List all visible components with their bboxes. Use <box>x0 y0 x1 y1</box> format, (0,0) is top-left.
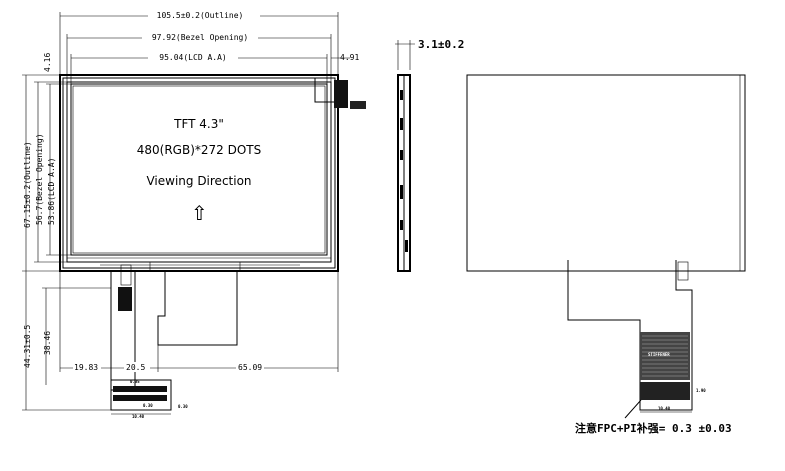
front-dimensions: 105.5±0.2(Outline) 97.92(Bezel Opening) … <box>22 10 359 411</box>
module-outline-inner <box>62 77 336 269</box>
dim-outline-width: 105.5±0.2(Outline) <box>157 11 244 20</box>
dim-bezel-width: 97.92(Bezel Opening) <box>152 33 248 42</box>
dim-bezel-height: 56.7(Bezel Opening) <box>35 133 44 225</box>
dim-fpc-inner: 38.46 <box>43 331 52 355</box>
screen-text-model: TFT 4.3" <box>173 117 224 131</box>
back-outline <box>466 74 746 272</box>
dim-fpc-total: 44.31±0.5 <box>23 324 32 368</box>
viewing-arrow-icon: ⇧ <box>191 201 208 225</box>
svg-text:1.90: 1.90 <box>696 388 706 393</box>
dim-outline-height: 67.15±0.2(Outline) <box>23 141 32 228</box>
svg-text:0.30: 0.30 <box>178 404 188 409</box>
module-outline <box>59 74 339 272</box>
dim-top-offset: 4.16 <box>43 53 52 72</box>
screen-text-viewing: Viewing Direction <box>146 174 251 188</box>
fpc-body <box>157 271 238 346</box>
svg-text:0.30: 0.30 <box>143 403 153 408</box>
dim-fpc-width: 20.5 <box>126 363 145 372</box>
stiffener-label: STIFFENER <box>648 352 670 357</box>
dim-thickness: 3.1±0.2 <box>418 38 464 51</box>
bezel-opening <box>66 81 332 263</box>
svg-text:10.40: 10.40 <box>658 406 671 411</box>
svg-text:10.40: 10.40 <box>132 414 145 419</box>
fpc-tip <box>110 379 172 411</box>
dim-lcd-aa-height: 53.86(LCD A.A) <box>47 158 56 225</box>
side-connector <box>334 80 348 108</box>
front-view: TFT 4.3" 480(RGB)*272 DOTS Viewing Direc… <box>59 74 366 419</box>
fpc-connector <box>118 287 132 311</box>
dim-right-offset: 4.91 <box>340 53 359 62</box>
lcd-active-area <box>70 83 328 256</box>
dim-fpc-right: 65.09 <box>238 363 262 372</box>
screen-text-resolution: 480(RGB)*272 DOTS <box>137 143 262 157</box>
back-view: STIFFENER 10.40 1.90 注意FPC+PI补强= 0.3 ±0.… <box>466 74 746 435</box>
back-fpc <box>567 260 693 411</box>
dim-lcd-aa-width: 95.04(LCD A.A) <box>159 53 226 62</box>
svg-text:0.35: 0.35 <box>130 379 140 384</box>
side-view: 3.1±0.2 <box>395 38 464 272</box>
dim-fpc-left: 19.83 <box>74 363 98 372</box>
fpc-thickness-note: 注意FPC+PI补强= 0.3 ±0.03 <box>575 421 732 435</box>
